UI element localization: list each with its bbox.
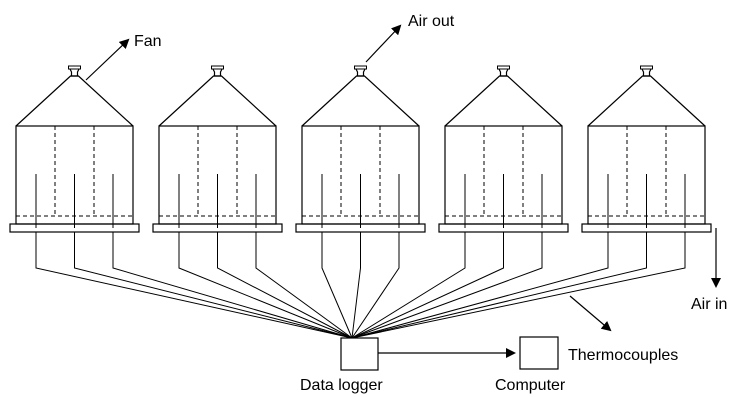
fan-cap-top <box>354 65 367 70</box>
bin-roof <box>158 75 277 127</box>
fan-cap-top <box>68 65 81 70</box>
thermocouples-arrow <box>569 295 612 332</box>
data-logger-label: Data logger <box>300 377 383 394</box>
grain-bin <box>295 65 426 233</box>
thermocouple-wire <box>178 232 353 339</box>
computer-box <box>519 336 559 370</box>
thermocouple-wire <box>351 232 361 339</box>
bin-roof <box>444 75 563 127</box>
air-out-arrow <box>365 24 402 63</box>
thermocouple-wire <box>351 232 543 339</box>
fan-arrow <box>85 38 130 81</box>
thermocouple-wire <box>35 232 353 339</box>
thermocouples-label: Thermocouples <box>568 347 678 364</box>
bin-roof <box>15 75 134 127</box>
grain-bin <box>9 65 140 233</box>
thermocouple-wire <box>351 232 647 339</box>
thermocouple-wire <box>351 232 504 339</box>
grain-bin <box>438 65 569 233</box>
fan-label: Fan <box>134 33 162 50</box>
grain-bin <box>152 65 283 233</box>
bin-roof <box>587 75 706 127</box>
air-out-label: Air out <box>408 13 455 30</box>
thermocouple-wire <box>321 232 353 339</box>
fan-cap-top <box>640 65 653 70</box>
data-logger-box <box>340 337 379 371</box>
thermocouple-wire <box>351 232 400 339</box>
thermocouple-wire <box>351 232 686 339</box>
thermocouple-wires <box>35 232 686 339</box>
air-in-label: Air in <box>691 296 727 313</box>
thermocouple-wire <box>351 232 609 339</box>
fan-cap-top <box>497 65 510 70</box>
computer-label: Computer <box>495 377 566 394</box>
thermocouple-wire <box>351 232 466 339</box>
thermocouple-wire <box>112 232 353 339</box>
thermocouple-wire <box>74 232 353 339</box>
thermocouple-wire <box>217 232 353 339</box>
bin-roof <box>301 75 420 127</box>
grain-bin <box>581 65 712 233</box>
grain-bins <box>9 65 712 233</box>
fan-cap-top <box>211 65 224 70</box>
thermocouple-wire <box>255 232 353 339</box>
